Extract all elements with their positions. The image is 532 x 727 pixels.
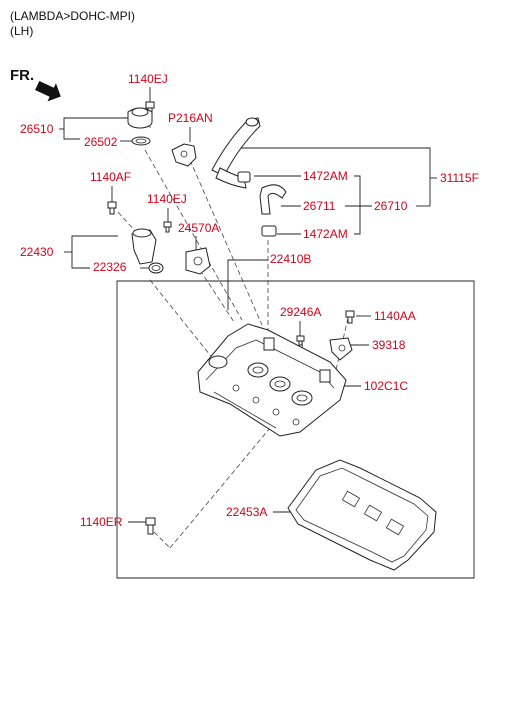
cover-plate-icon [185, 247, 211, 275]
part-label-22326[interactable]: 22326 [93, 260, 127, 274]
part-label-1472am-bot[interactable]: 1472AM [303, 227, 348, 241]
part-label-26710[interactable]: 26710 [374, 199, 408, 213]
breather-hose-icon [237, 171, 287, 237]
side-label: (LH) [10, 24, 33, 38]
front-direction-label: FR. [10, 67, 34, 84]
bolt-1140aa-icon [345, 310, 355, 324]
part-label-1140ej-mid[interactable]: 1140EJ [147, 192, 187, 206]
part-label-1140er[interactable]: 1140ER [80, 515, 123, 529]
oil-filler-tube-icon [131, 228, 164, 274]
bolt-1140af-icon [107, 201, 117, 215]
part-label-102c1c[interactable]: 102C1C [364, 379, 408, 393]
part-label-1472am-top[interactable]: 1472AM [303, 169, 348, 183]
cover-gasket-icon [287, 459, 437, 571]
cam-position-sensor-icon [329, 337, 353, 361]
part-label-1140af[interactable]: 1140AF [90, 170, 131, 184]
part-label-1140aa[interactable]: 1140AA [374, 309, 416, 323]
part-label-26510[interactable]: 26510 [20, 122, 54, 136]
bolt-29246a-icon [296, 335, 305, 346]
bolt-1140ej-mid-icon [163, 221, 172, 233]
part-label-24570a[interactable]: 24570A [178, 221, 219, 235]
part-label-22453a[interactable]: 22453A [226, 505, 267, 519]
part-label-26711[interactable]: 26711 [303, 199, 336, 213]
part-label-26502[interactable]: 26502 [84, 135, 118, 149]
part-label-1140ej-top[interactable]: 1140EJ [128, 72, 168, 86]
pcv-bracket-icon [171, 143, 197, 167]
part-label-22430[interactable]: 22430 [20, 245, 54, 259]
part-label-22410b[interactable]: 22410B [270, 252, 311, 266]
oil-filler-cap-icon [127, 107, 153, 146]
assembly-frame [116, 280, 475, 579]
bolt-1140er-icon [145, 517, 156, 535]
cylinder-head-cover-icon [197, 323, 347, 437]
part-label-29246a[interactable]: 29246A [280, 305, 321, 319]
pcv-hose-icon [211, 117, 261, 189]
part-label-39318[interactable]: 39318 [372, 338, 406, 352]
front-arrow-icon [35, 80, 61, 102]
part-label-p216an[interactable]: P216AN [168, 111, 213, 125]
leader-lines [59, 87, 437, 523]
part-label-31115f[interactable]: 31115F [440, 171, 479, 185]
model-title: (LAMBDA>DOHC-MPI) [10, 9, 135, 23]
